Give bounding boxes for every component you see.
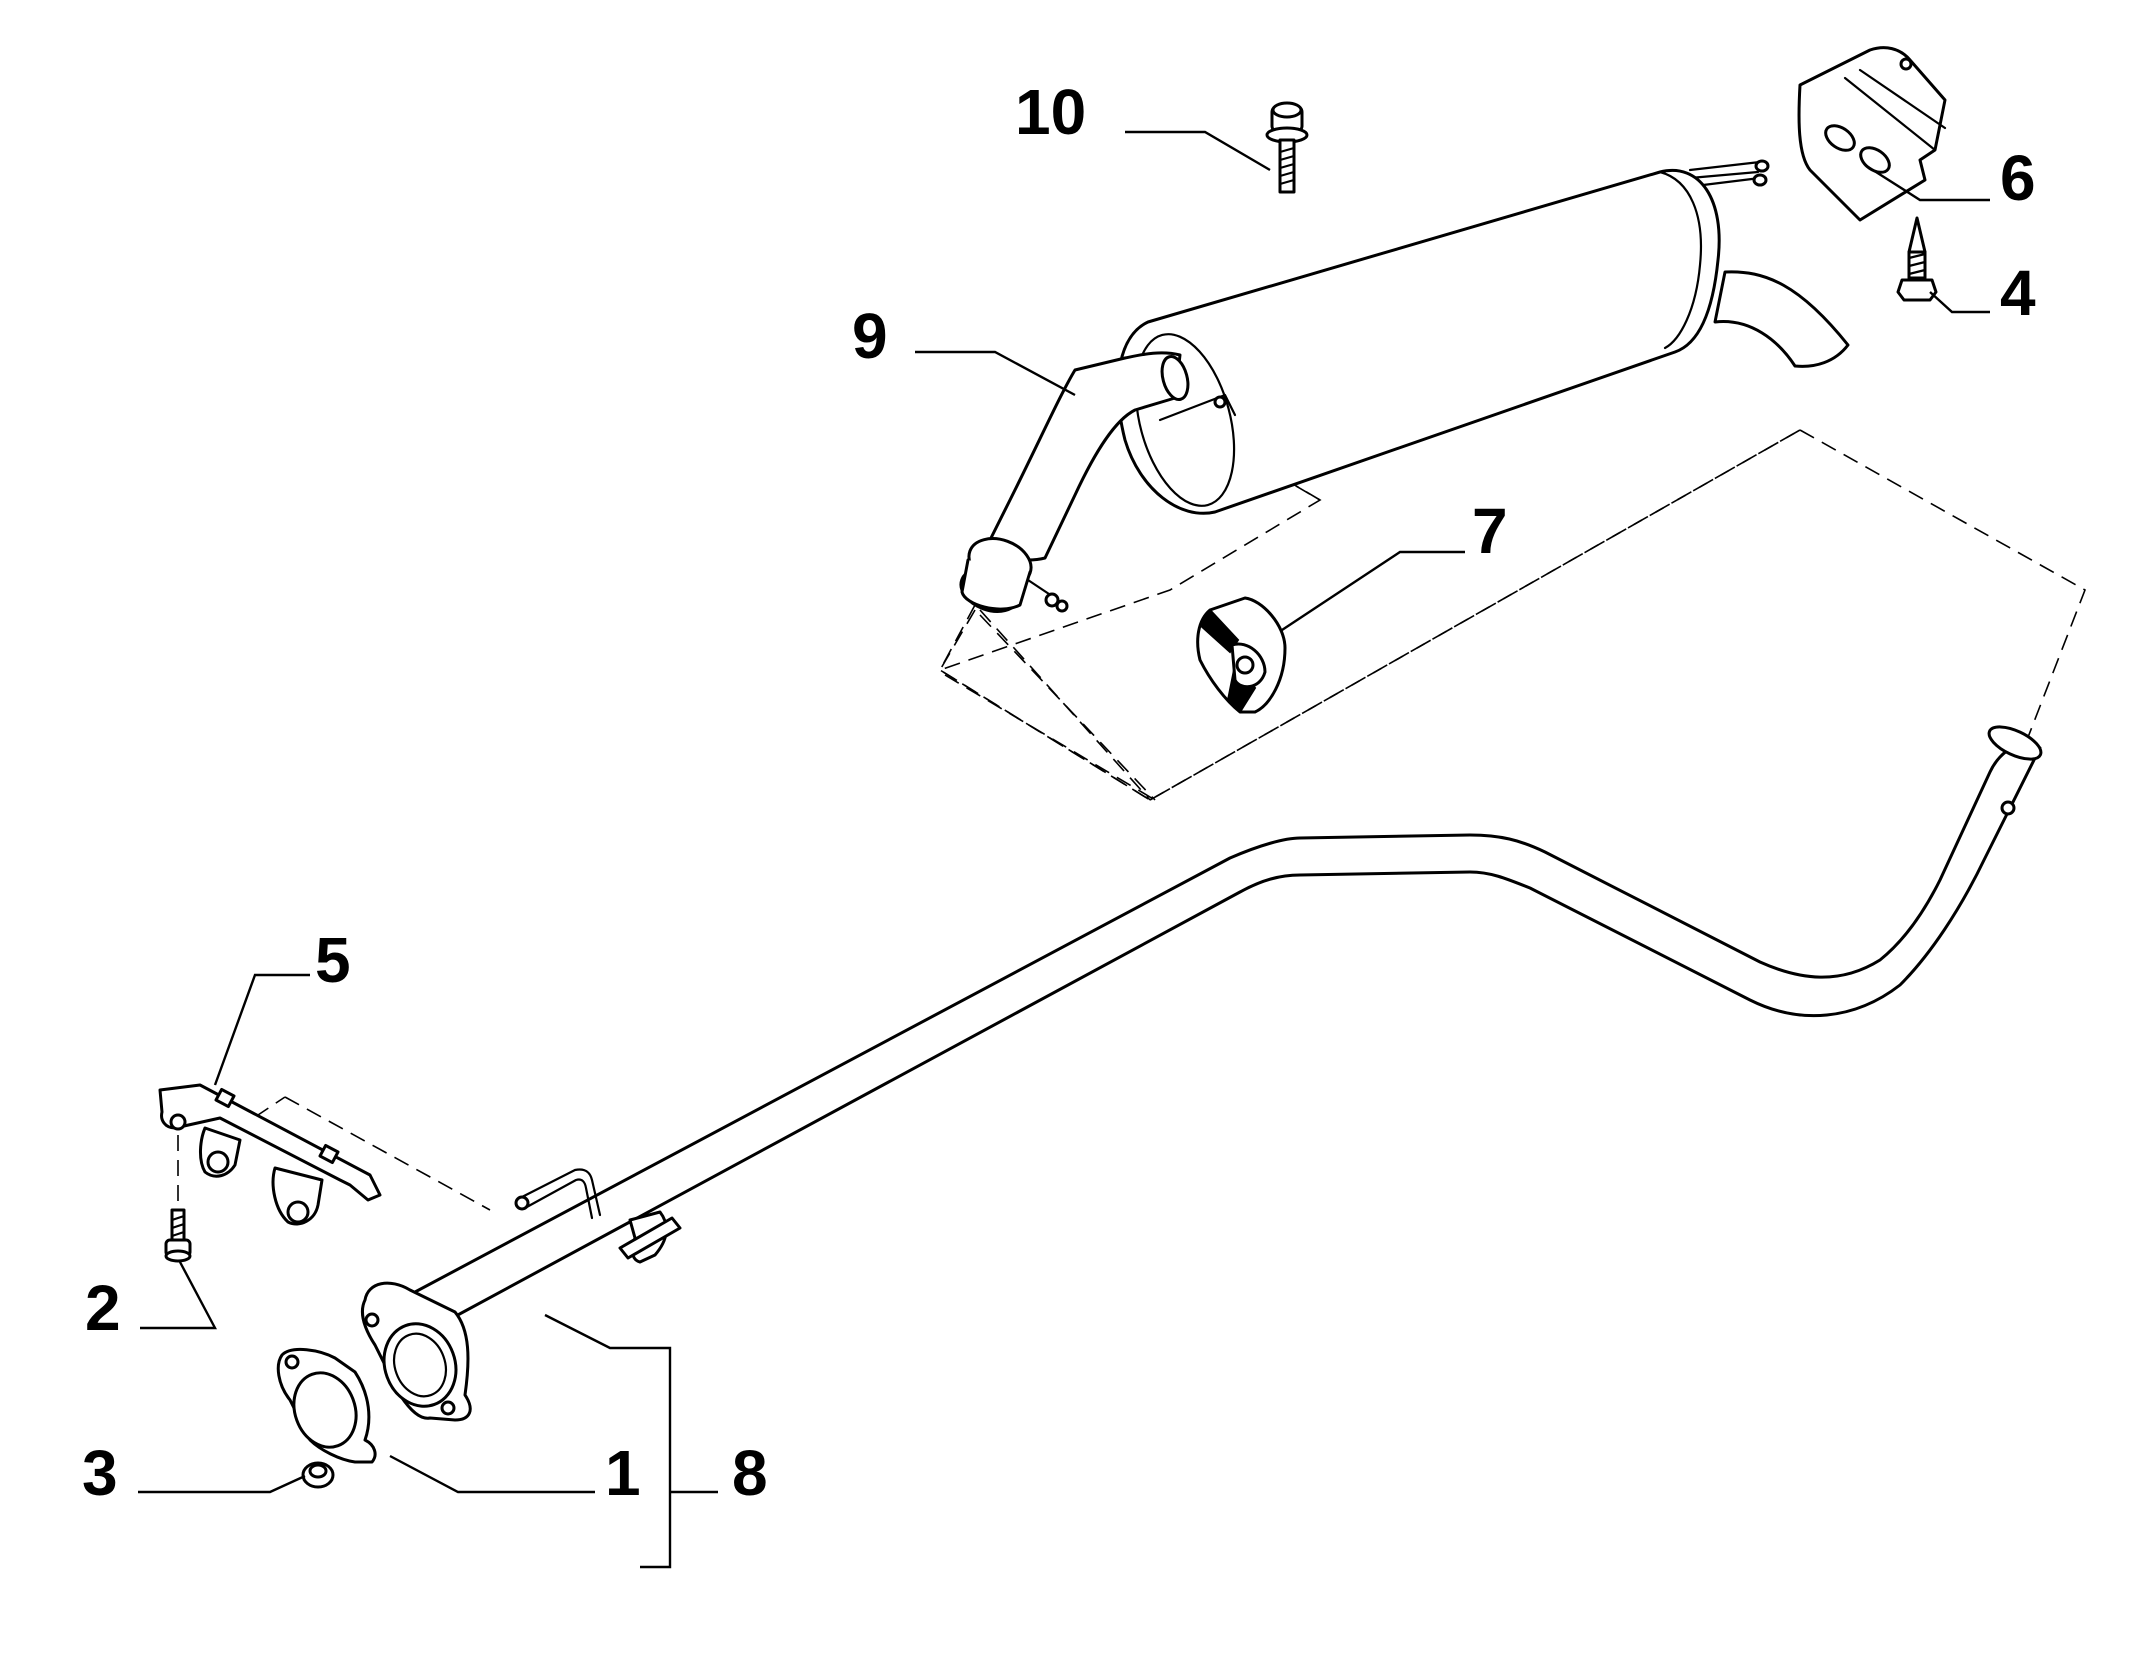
callout-6: 6 bbox=[2000, 142, 2036, 214]
callout-3: 3 bbox=[82, 1437, 118, 1509]
gasket-part-1 bbox=[276, 1347, 377, 1464]
leader-lines bbox=[138, 130, 1990, 1569]
callout-4: 4 bbox=[2000, 257, 2036, 329]
callout-1: 1 bbox=[605, 1437, 641, 1509]
assembly-dashed-lines bbox=[177, 429, 2086, 1211]
callout-9: 9 bbox=[852, 300, 888, 372]
bolt-part-2 bbox=[164, 1208, 192, 1263]
main-pipe-part-8 bbox=[361, 725, 2043, 1422]
callout-10: 10 bbox=[1015, 76, 1086, 148]
callout-2: 2 bbox=[85, 1272, 121, 1344]
rubber-mount-part-7 bbox=[1196, 596, 1287, 714]
hanger-bracket-part-6 bbox=[1797, 46, 1947, 222]
callout-labels: 10 6 4 9 7 5 2 3 1 8 bbox=[82, 76, 2036, 1509]
rear-silencer bbox=[959, 159, 1850, 613]
bolt-part-10 bbox=[1265, 101, 1309, 194]
screw-part-4 bbox=[1896, 216, 1938, 302]
callout-7: 7 bbox=[1472, 495, 1508, 567]
callout-8: 8 bbox=[732, 1437, 768, 1509]
nut-part-3 bbox=[301, 1461, 335, 1489]
front-bracket-part-5 bbox=[158, 1083, 382, 1226]
callout-5: 5 bbox=[315, 924, 351, 996]
